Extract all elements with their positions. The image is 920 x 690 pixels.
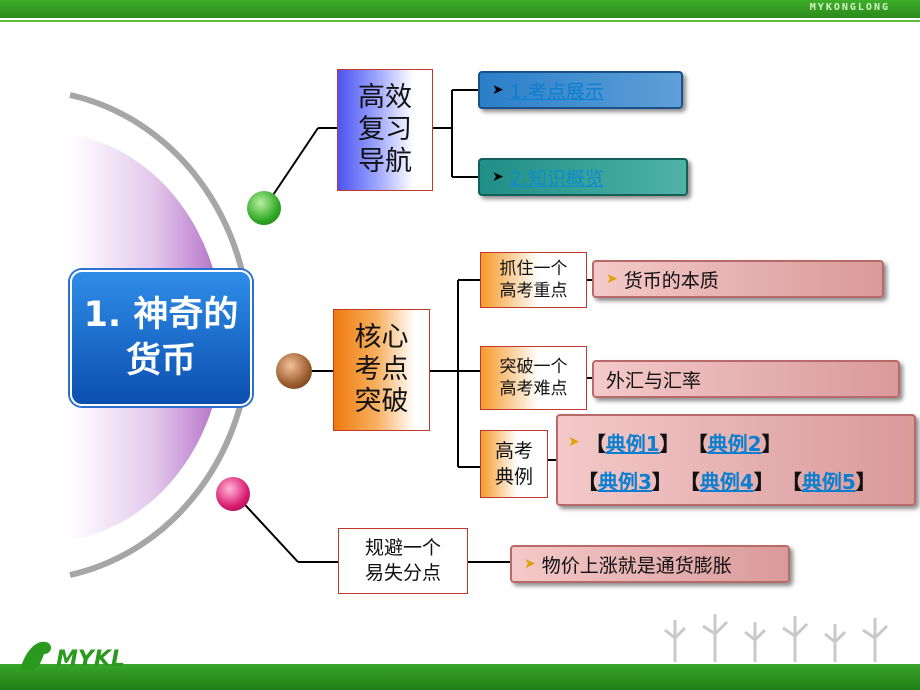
leaf-money-nature[interactable]: ➤ 货币的本质 — [592, 260, 884, 298]
review-item-label[interactable]: 1.考点展示 — [509, 80, 604, 103]
example-link-1[interactable]: 典例1 — [605, 431, 660, 456]
category-review-line: 复习 — [358, 114, 412, 145]
bracket-right: 】 — [651, 469, 672, 494]
review-item-label[interactable]: 2.知识概览 — [509, 167, 604, 190]
leaf-inflation-misconception[interactable]: ➤ 物价上涨就是通货膨胀 — [510, 545, 790, 583]
core-sub-key-point[interactable]: 抓住一个 高考重点 — [480, 252, 587, 308]
bracket-left: 【 — [679, 469, 700, 494]
lesson-title: 1. 神奇的 货币 — [70, 270, 252, 406]
bracket-right: 】 — [855, 469, 876, 494]
bracket-right: 】 — [659, 431, 680, 456]
bracket-right: 】 — [761, 431, 782, 456]
review-item-knowledge-overview[interactable]: ➤ 2.知识概览 — [478, 158, 688, 196]
core-sub-examples[interactable]: 高考 典例 — [480, 430, 548, 498]
leaf-label: 货币的本质 — [623, 269, 719, 292]
category-review-line: 导航 — [358, 146, 412, 177]
leaf-label: 物价上涨就是通货膨胀 — [541, 554, 732, 577]
brand-label: MYKONGLONG — [809, 2, 890, 13]
core-sub-line: 突破一个 — [499, 357, 568, 377]
core-sub-line: 高考难点 — [499, 379, 568, 399]
sprout-decoration — [664, 614, 889, 662]
core-sub-line: 高考重点 — [499, 281, 568, 301]
bracket-left: 【 — [578, 469, 598, 494]
core-sub-difficulty[interactable]: 突破一个 高考难点 — [480, 346, 587, 410]
pink-ball-icon — [216, 477, 250, 511]
leaf-label: 外汇与汇率 — [606, 369, 702, 392]
bracket-left: 【 — [687, 431, 708, 456]
core-sub-line: 抓住一个 — [499, 259, 568, 279]
category-avoid-line: 规避一个 — [364, 537, 441, 559]
leaf-exchange-rate[interactable]: 外汇与汇率 — [592, 360, 900, 398]
example-link-5[interactable]: 典例5 — [801, 469, 856, 494]
example-link-2[interactable]: 典例2 — [707, 431, 762, 456]
category-review-line: 高效 — [358, 82, 412, 113]
arrow-icon: ➤ — [606, 271, 618, 287]
category-core-line: 核心 — [354, 322, 409, 353]
green-ball-icon — [247, 191, 281, 225]
examples-row-1: ➤ 【典例1】 【典例2】 — [568, 424, 904, 460]
top-bar: MYKONGLONG — [0, 0, 920, 18]
example-link-3[interactable]: 典例3 — [598, 469, 652, 494]
category-core-line: 突破 — [354, 386, 409, 417]
category-avoid[interactable]: 规避一个 易失分点 — [338, 528, 468, 594]
bracket-right: 】 — [753, 469, 774, 494]
category-core[interactable]: 核心 考点 突破 — [333, 309, 430, 431]
brown-ball-icon — [276, 353, 312, 389]
arrow-icon: ➤ — [568, 434, 580, 450]
core-sub-line: 高考 — [494, 440, 533, 462]
footer-logo-text: MYKL — [56, 647, 125, 672]
arrow-icon: ➤ — [524, 556, 536, 572]
category-core-line: 考点 — [354, 354, 409, 385]
category-avoid-line: 易失分点 — [364, 562, 441, 584]
example-link-4[interactable]: 典例4 — [699, 469, 754, 494]
bottom-bar — [0, 664, 920, 690]
category-review[interactable]: 高效 复习 导航 — [337, 69, 433, 191]
examples-row-2: 【典例3】 【典例4】 【典例5】 — [568, 460, 904, 500]
examples-panel: ➤ 【典例1】 【典例2】 【典例3】 【典例4】 【典例5】 — [556, 414, 916, 506]
bracket-left: 【 — [781, 469, 802, 494]
title-line-1: 1. 神奇的 — [83, 295, 239, 335]
review-item-exam-points[interactable]: ➤ 1.考点展示 — [478, 71, 683, 109]
core-sub-line: 典例 — [494, 466, 533, 488]
bracket-left: 【 — [585, 431, 606, 456]
dinosaur-logo-icon — [20, 641, 52, 670]
top-divider — [0, 20, 920, 22]
title-line-2: 货币 — [125, 341, 196, 381]
footer-logo: MYKL — [16, 632, 125, 672]
arrow-icon: ➤ — [492, 169, 504, 185]
arrow-icon: ➤ — [492, 82, 504, 98]
